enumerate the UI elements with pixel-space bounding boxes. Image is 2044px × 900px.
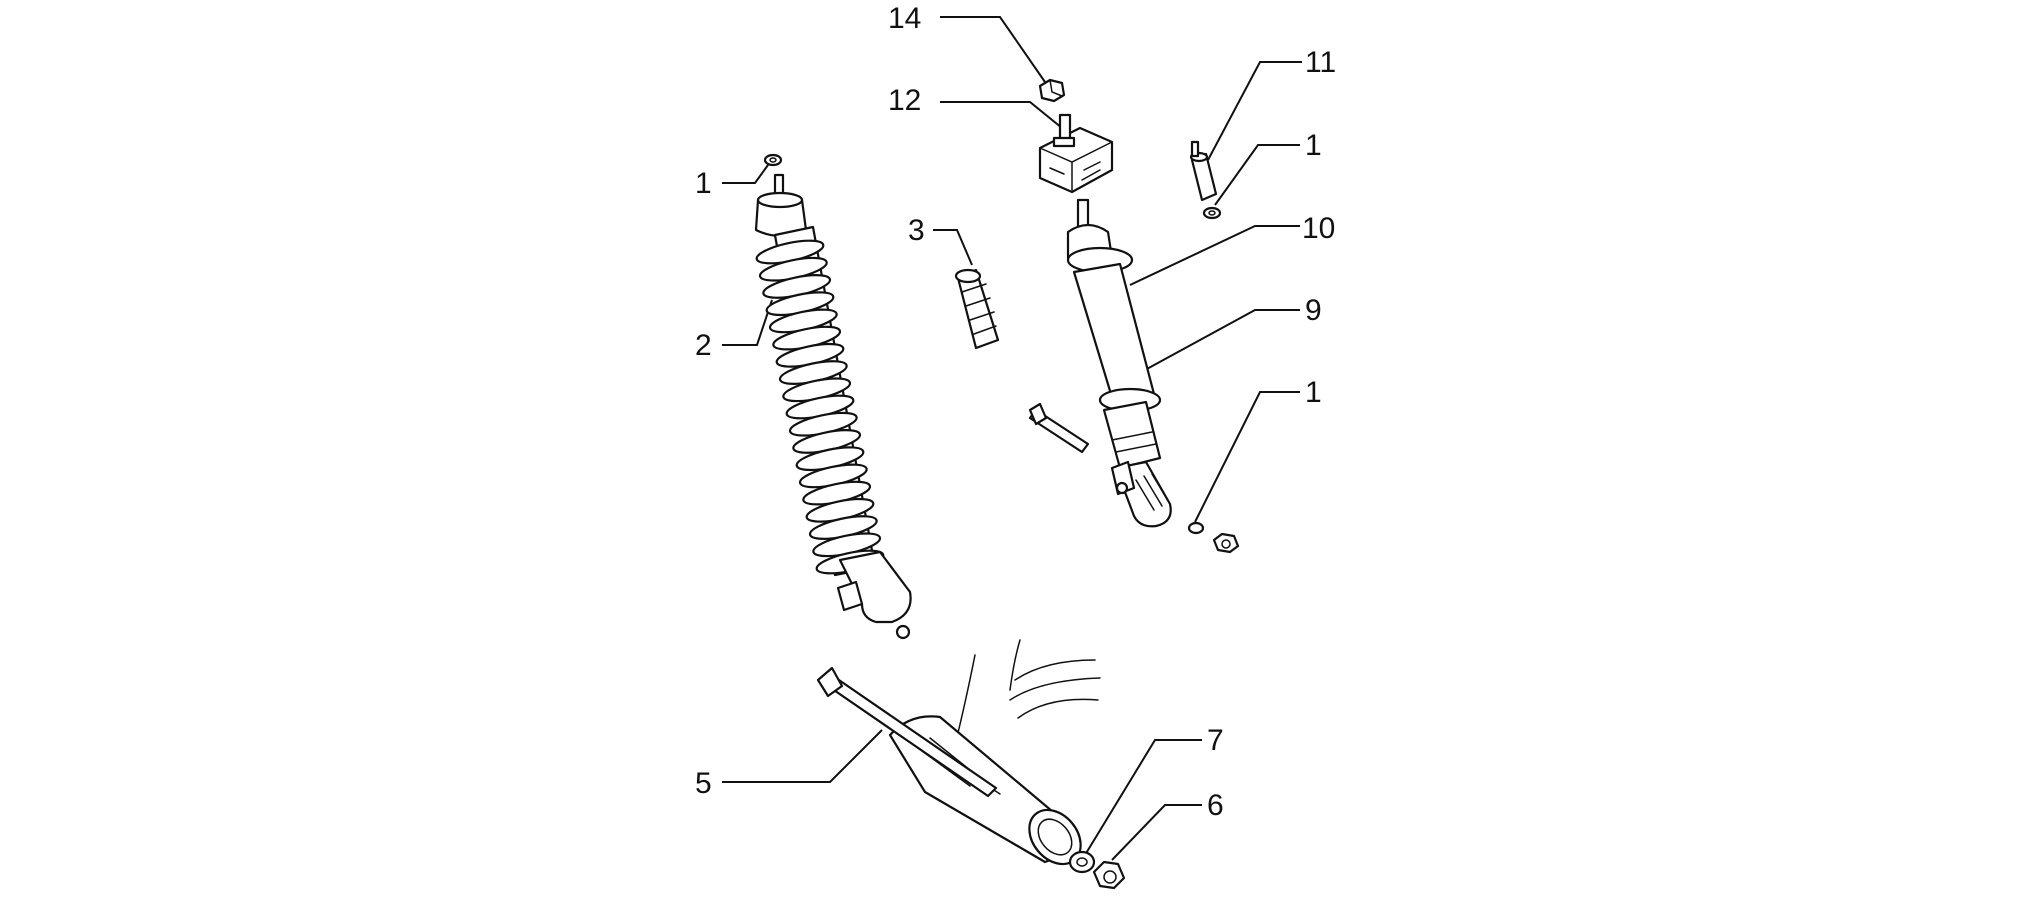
svg-text:3: 3 bbox=[908, 214, 925, 247]
part-11-bolt-drawing bbox=[1189, 140, 1218, 202]
callout-7: 7 bbox=[1084, 724, 1224, 856]
part-3-bumpstop-drawing bbox=[954, 268, 1000, 350]
callout-12: 12 bbox=[888, 84, 1063, 129]
part-1-washer-top-right bbox=[1202, 206, 1222, 220]
part-10-9-damper-drawing bbox=[1066, 198, 1172, 528]
svg-text:1: 1 bbox=[695, 167, 712, 200]
callout-10: 10 bbox=[1129, 212, 1335, 286]
callout-5: 5 bbox=[695, 729, 883, 800]
through-bolt-middle-drawing bbox=[1028, 402, 1090, 454]
svg-text:5: 5 bbox=[695, 767, 712, 800]
callout-11: 11 bbox=[1207, 46, 1336, 161]
callout-6: 6 bbox=[1111, 789, 1224, 861]
callout-1-top-right: 1 bbox=[1214, 129, 1322, 206]
svg-text:10: 10 bbox=[1302, 212, 1335, 245]
svg-text:7: 7 bbox=[1207, 724, 1224, 757]
callout-1-mid-right: 1 bbox=[1194, 376, 1322, 523]
callout-14: 14 bbox=[888, 2, 1046, 83]
svg-text:14: 14 bbox=[888, 2, 921, 35]
part-14-nut-drawing bbox=[1038, 78, 1066, 103]
part-2-spring-shock-drawing bbox=[754, 173, 912, 640]
nut-mid-right-drawing bbox=[1212, 532, 1240, 554]
part-12-mount-drawing bbox=[1038, 113, 1114, 194]
svg-text:12: 12 bbox=[888, 84, 921, 117]
callout-3: 3 bbox=[908, 214, 973, 266]
callout-2: 2 bbox=[695, 299, 773, 362]
svg-text:1: 1 bbox=[1305, 129, 1322, 162]
part-1-washer-mid-right bbox=[1187, 521, 1205, 535]
svg-text:11: 11 bbox=[1305, 46, 1336, 79]
svg-text:2: 2 bbox=[695, 329, 712, 362]
part-5-swingarm-drawing bbox=[816, 639, 1101, 866]
svg-text:9: 9 bbox=[1305, 294, 1322, 327]
callout-1-left: 1 bbox=[695, 164, 769, 200]
part-6-nut-drawing bbox=[1092, 860, 1126, 890]
svg-text:1: 1 bbox=[1305, 376, 1322, 409]
callout-9: 9 bbox=[1144, 294, 1322, 371]
svg-text:6: 6 bbox=[1207, 789, 1224, 822]
part-1-washer-left bbox=[763, 153, 783, 167]
part-7-washer-drawing bbox=[1068, 850, 1096, 874]
